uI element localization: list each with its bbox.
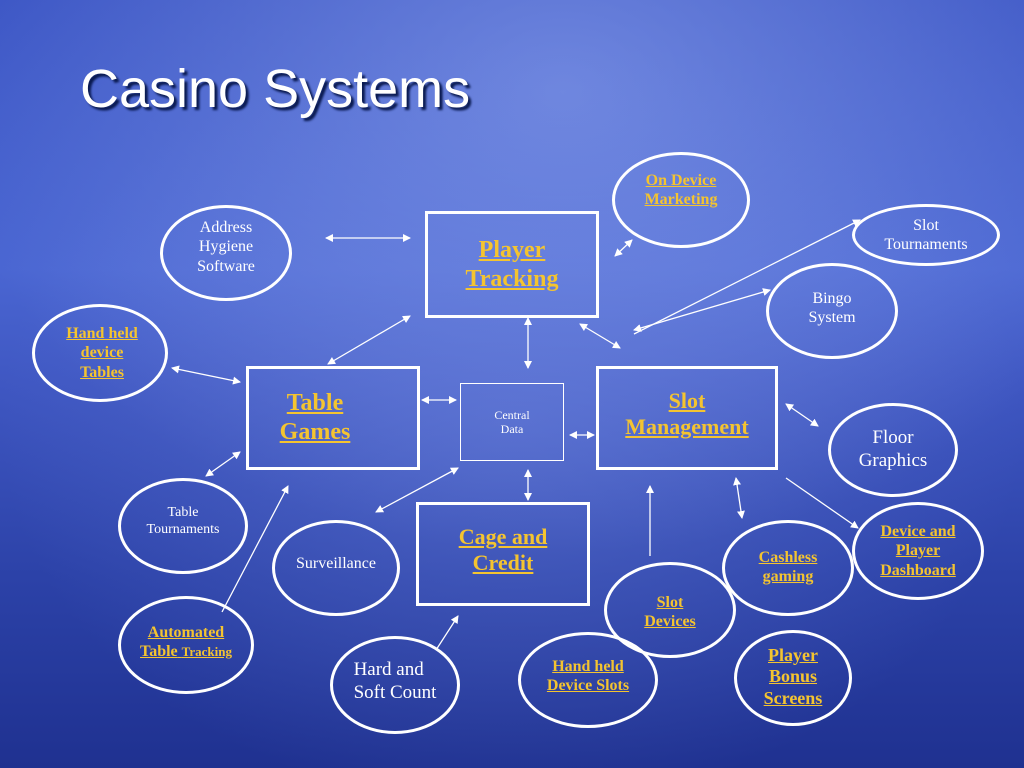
table-games-box[interactable]: Table Games — [246, 366, 420, 470]
cage-credit-box[interactable]: Cage and Credit — [416, 502, 590, 606]
player-bonus-screens-line2: Bonus — [768, 666, 818, 687]
floor-graphics-line2: Graphics — [858, 450, 928, 471]
slot-management-line1: Slot — [668, 387, 706, 413]
automated-table-tracking-line2: Table — [140, 643, 178, 660]
address-hygiene-node[interactable]: Address Hygiene Software — [160, 205, 292, 301]
arrow-hardsoft-cage — [435, 615, 459, 651]
device-player-dashboard-line2: Player — [895, 542, 941, 560]
slot-devices-node[interactable]: Slot Devices — [604, 562, 736, 658]
player-bonus-screens-line3: Screens — [763, 687, 823, 708]
on-device-marketing-line1: On Device — [645, 171, 717, 189]
surveillance-line1: Surveillance — [296, 555, 376, 573]
slot-devices-line1: Slot — [656, 593, 684, 611]
hand-held-slots-line2: Device Slots — [546, 677, 630, 694]
hand-held-tables-line1: Hand held — [66, 325, 138, 343]
automated-table-tracking-line3: Tracking — [181, 644, 232, 659]
slot-tournaments-line2: Tournaments — [884, 236, 968, 253]
hand-held-slots-node[interactable]: Hand held Device Slots — [518, 632, 658, 728]
slot-devices-line2: Devices — [644, 613, 696, 630]
hand-held-slots-line1: Hand held — [552, 657, 624, 675]
address-hygiene-line3: Software — [197, 257, 255, 275]
hand-held-tables-line2: device — [80, 344, 124, 362]
table-games-line2: Games — [279, 419, 351, 445]
arrow-player-slot — [579, 323, 621, 349]
arrow-central-surveillance — [375, 467, 459, 513]
on-device-marketing-line2: Marketing — [644, 191, 718, 208]
central-data-line2: Data — [500, 422, 524, 436]
device-player-dashboard-line1: Device and — [880, 523, 956, 541]
player-tracking-line2: Tracking — [465, 265, 559, 292]
cashless-gaming-line1: Cashless — [758, 548, 818, 566]
hard-soft-count-line2: Soft Count — [353, 682, 437, 703]
central-data-line1: Central — [494, 407, 530, 422]
arrow-slot-dashboard — [785, 477, 859, 529]
slot-management-line2: Management — [625, 414, 749, 439]
player-tracking-box[interactable]: Player Tracking — [425, 211, 599, 318]
cashless-gaming-line2: gaming — [762, 568, 814, 585]
central-data-box[interactable]: Central Data — [460, 383, 564, 461]
arrow-handheld-table — [171, 365, 241, 385]
player-bonus-screens-line1: Player — [768, 644, 818, 665]
arrow-bingo — [633, 288, 771, 332]
arrow-player-ondevice — [614, 239, 633, 257]
player-tracking-line1: Player — [478, 236, 546, 263]
hard-soft-count-node[interactable]: Hard and Soft Count — [330, 636, 460, 734]
bingo-system-line2: System — [808, 309, 856, 326]
surveillance-node[interactable]: Surveillance — [272, 520, 400, 616]
arrow-automated-table — [221, 485, 289, 613]
slot-management-box[interactable]: Slot Management — [596, 366, 778, 470]
address-hygiene-line2: Hygiene — [198, 238, 254, 256]
address-hygiene-line1: Address — [199, 219, 253, 237]
device-player-dashboard-line3: Dashboard — [880, 561, 956, 579]
page-title: Casino Systems — [80, 59, 471, 119]
bingo-system-line1: Bingo — [812, 289, 852, 307]
table-tournaments-line1: Table — [167, 505, 199, 521]
table-tournaments-line2: Tournaments — [146, 522, 220, 537]
automated-table-tracking-node[interactable]: Automated Table Tracking — [118, 596, 254, 694]
arrow-slot-cashless — [733, 477, 745, 519]
arrow-tabletourn-table — [205, 451, 241, 477]
arrow-slot-floor — [785, 403, 819, 427]
table-tournaments-node[interactable]: Table Tournaments — [118, 478, 248, 574]
slot-tournaments-node[interactable]: Slot Tournaments — [852, 204, 1000, 266]
on-device-marketing-node[interactable]: On Device Marketing — [612, 152, 750, 248]
cage-credit-line1: Cage and — [458, 523, 548, 549]
slot-tournaments-line1: Slot — [913, 216, 939, 234]
cashless-gaming-node[interactable]: Cashless gaming — [722, 520, 854, 616]
device-player-dashboard-node[interactable]: Device and Player Dashboard — [852, 502, 984, 600]
arrow-player-table — [327, 315, 411, 365]
hand-held-tables-node[interactable]: Hand held device Tables — [32, 304, 168, 402]
automated-table-tracking-line1: Automated — [147, 623, 225, 641]
cage-credit-line2: Credit — [472, 550, 534, 575]
table-games-line1: Table — [286, 390, 344, 417]
floor-graphics-line1: Floor — [872, 427, 914, 449]
hand-held-tables-line3: Tables — [80, 363, 124, 381]
bingo-system-node[interactable]: Bingo System — [766, 263, 898, 359]
hard-soft-count-line1: Hard and — [353, 659, 424, 681]
player-bonus-screens-node[interactable]: Player Bonus Screens — [734, 630, 852, 726]
floor-graphics-node[interactable]: Floor Graphics — [828, 403, 958, 497]
